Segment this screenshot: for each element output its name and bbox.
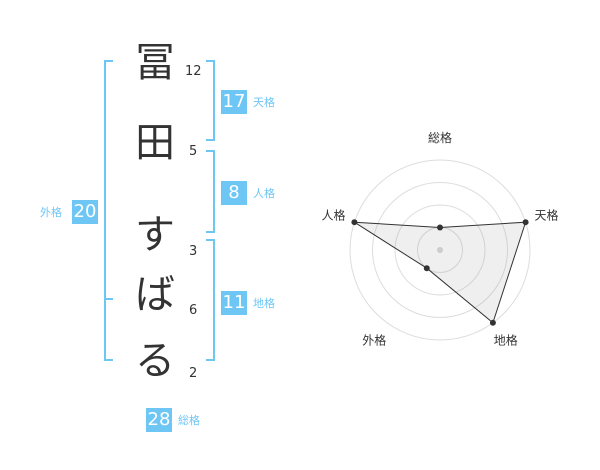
radar-center-dot [437,247,443,253]
jinkaku-label: 人格 [253,187,275,200]
jinkaku-value: 8 [221,181,247,205]
radar-point-2 [522,219,529,226]
name-char-2: 田 [135,120,175,166]
chikaku-label: 地格 [253,297,275,310]
radar-point-1 [437,224,443,231]
radar-point-3 [489,319,496,326]
stroke-count-1: 12 [185,64,202,79]
radar-axis-label-1: 総格 [428,130,452,145]
radar-axis-label-2: 天格 [534,207,558,222]
soukaku-value: 28 [146,408,172,432]
gaikaku-bracket-tick [104,298,113,300]
radar-grid-ring-4 [349,159,531,341]
name-char-1: 冨 [135,40,175,86]
name-char-5: る [135,338,175,384]
soukaku-label: 総格 [178,414,200,427]
jinkaku-bracket [206,150,215,233]
gaikaku-label: 外格 [40,206,62,219]
stroke-count-3: 3 [189,244,198,259]
stroke-count-4: 6 [189,303,198,318]
gaikaku-bracket [104,60,113,361]
name-char-4: ば [135,272,175,318]
tenkaku-value: 17 [221,90,247,114]
radar-point-4 [423,265,430,272]
gaikaku-value: 20 [72,200,98,224]
name-char-3: す [135,212,175,258]
chikaku-bracket [206,239,215,361]
chikaku-value: 11 [221,291,247,315]
radar-axis-label-3: 地格 [494,333,518,348]
radar-grid-ring-3 [372,182,508,318]
radar-axis-label-5: 人格 [321,207,345,222]
tenkaku-label: 天格 [253,96,275,109]
radar-point-5 [351,219,358,226]
stroke-count-5: 2 [189,366,198,381]
stroke-count-2: 5 [189,144,198,159]
radar-series-polygon [354,221,527,324]
tenkaku-bracket [206,60,215,141]
radar-grid-ring-2 [394,204,486,296]
radar-axis-label-4: 外格 [362,333,386,348]
